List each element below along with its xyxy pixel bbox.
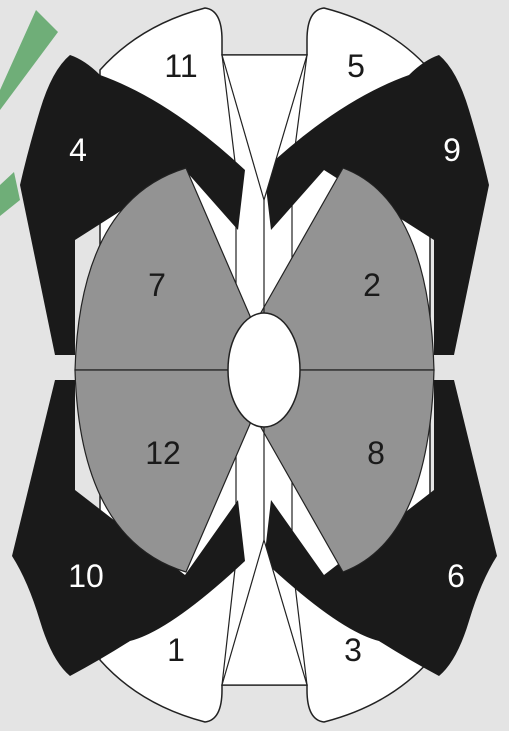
label-5: 5 bbox=[347, 48, 365, 84]
label-9: 9 bbox=[443, 132, 461, 168]
label-11: 11 bbox=[164, 48, 197, 84]
label-1: 1 bbox=[167, 632, 185, 668]
label-8: 8 bbox=[367, 435, 385, 471]
label-6: 6 bbox=[447, 558, 465, 594]
label-12: 12 bbox=[145, 435, 181, 471]
label-2: 2 bbox=[363, 267, 381, 303]
label-7: 7 bbox=[148, 267, 166, 303]
label-4: 4 bbox=[69, 132, 87, 168]
center-oval[interactable] bbox=[228, 313, 300, 427]
label-3: 3 bbox=[344, 632, 362, 668]
label-10: 10 bbox=[68, 558, 104, 594]
